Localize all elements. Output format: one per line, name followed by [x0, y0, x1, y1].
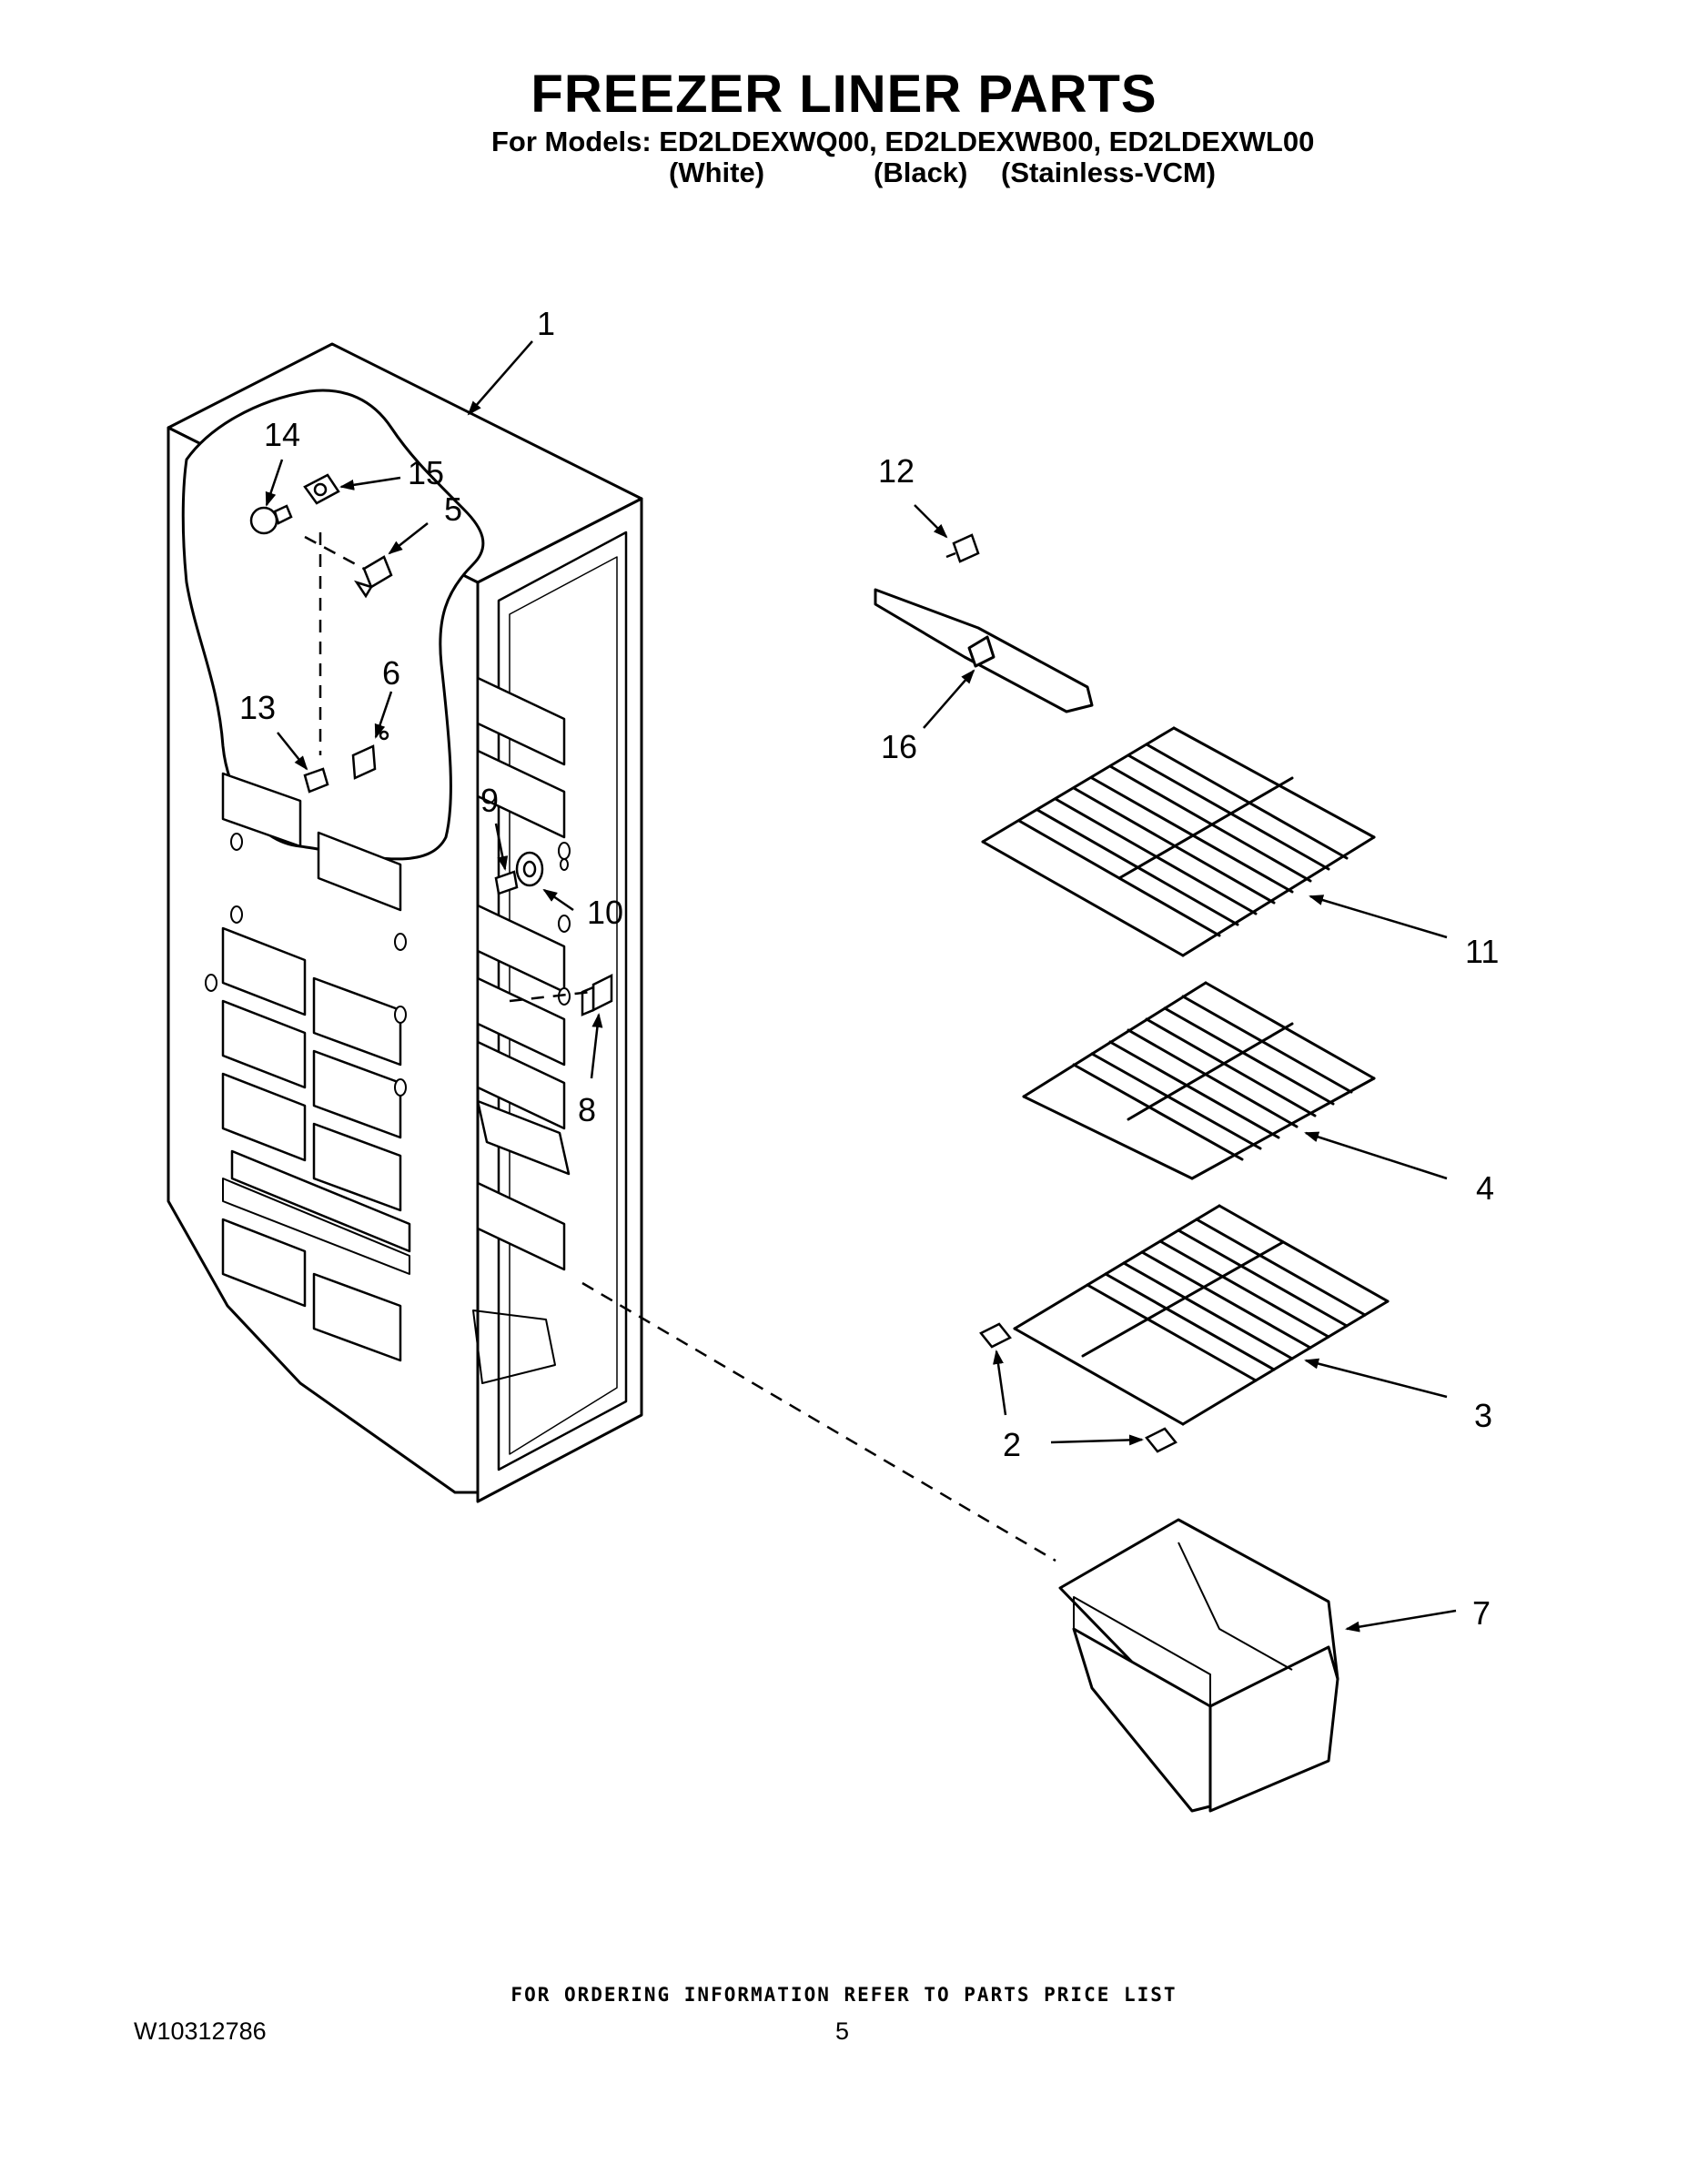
part-10-grommet [515, 851, 544, 887]
wire-shelf-11 [981, 726, 1376, 957]
callout-7: 7 [1472, 1594, 1491, 1632]
shelf-support-bracket [874, 588, 1094, 713]
light-socket [303, 473, 340, 505]
page-number: 5 [835, 2017, 850, 2045]
callout-2: 2 [1003, 1426, 1021, 1463]
callout-arrows [265, 340, 1457, 1633]
callout-3: 3 [1474, 1397, 1492, 1434]
callout-4: 4 [1476, 1169, 1494, 1207]
part-13-screw [303, 767, 329, 794]
ordering-note: FOR ORDERING INFORMATION REFER TO PARTS … [510, 1984, 1178, 2006]
callout-15: 15 [408, 454, 444, 491]
callout-12: 12 [878, 452, 915, 490]
light-bulb [249, 504, 293, 535]
variant-stainless: (Stainless-VCM) [1001, 157, 1216, 188]
dashed-leaders [304, 532, 1056, 1562]
callout-14: 14 [264, 416, 300, 453]
variant-black: (Black) [874, 157, 968, 188]
shelf-end-caps [979, 1322, 1178, 1453]
variant-white: (White) [669, 157, 765, 188]
callout-9: 9 [480, 782, 499, 819]
freezer-liner [167, 342, 643, 1503]
callout-1: 1 [537, 305, 555, 342]
part-12-screw [945, 533, 980, 563]
callout-6: 6 [382, 654, 400, 692]
callout-10: 10 [587, 894, 623, 931]
callout-8: 8 [578, 1091, 596, 1128]
page-title: FREEZER LINER PARTS [531, 65, 1157, 124]
part-8-bracket [581, 973, 613, 1016]
callout-11: 11 [1465, 933, 1499, 970]
wire-shelf-3 [1013, 1204, 1390, 1426]
models-line: For Models: ED2LDEXWQ00, ED2LDEXWB00, ED… [491, 126, 1315, 157]
part-9-screw [494, 870, 519, 895]
wire-shelf-4 [1022, 981, 1376, 1180]
callout-5: 5 [444, 490, 462, 528]
part-5-clip [353, 555, 393, 599]
document-number: W10312786 [134, 2017, 267, 2045]
callout-16: 16 [881, 728, 917, 765]
callout-13: 13 [239, 689, 276, 726]
freezer-bin [1058, 1518, 1339, 1813]
